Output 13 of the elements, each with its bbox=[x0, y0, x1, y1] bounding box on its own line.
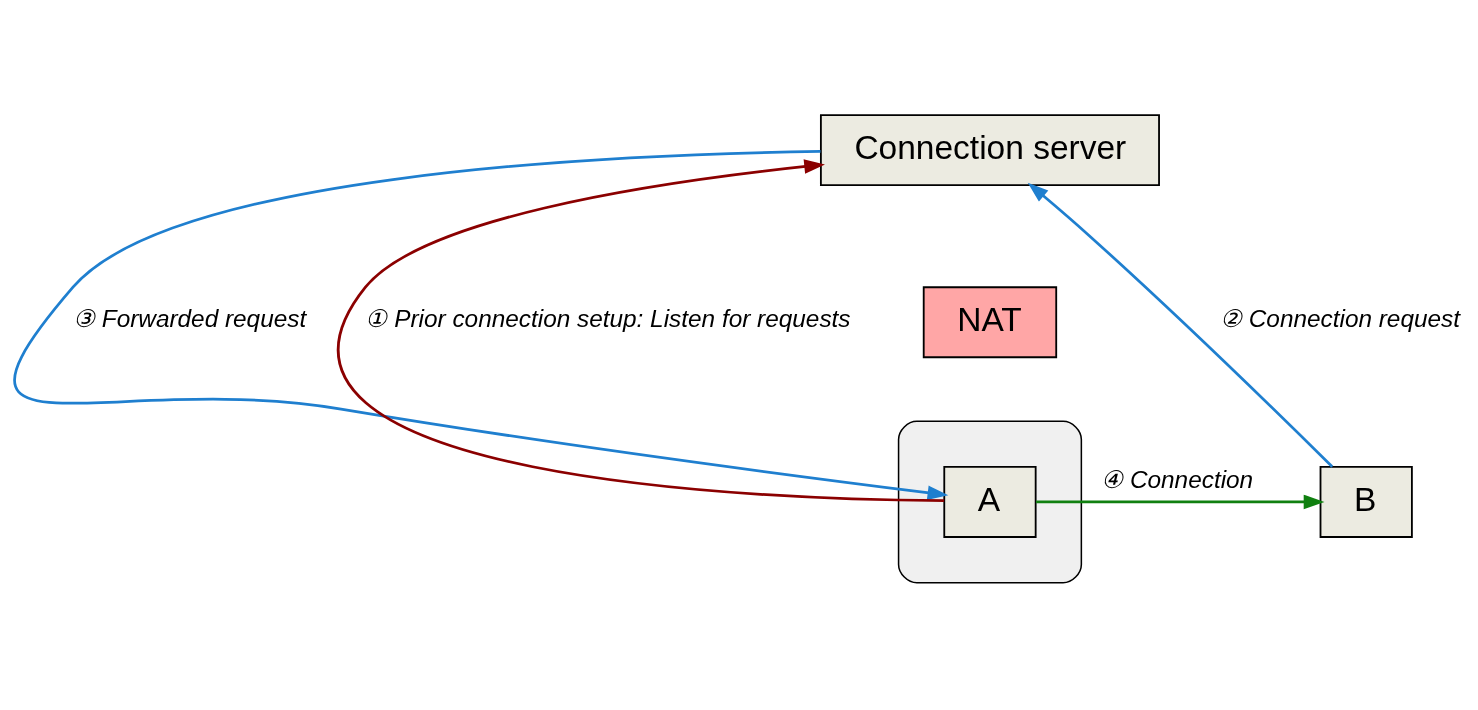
arrow bbox=[14, 150, 949, 500]
arrow bbox=[1036, 494, 1325, 510]
node-box: NAT bbox=[922, 286, 1058, 359]
edge-label: ② Connection request bbox=[1219, 304, 1460, 332]
node-box: A bbox=[943, 466, 1037, 538]
arrow bbox=[339, 159, 945, 502]
node-box: B bbox=[1319, 466, 1413, 538]
edge-label: ④ Connection bbox=[1101, 465, 1254, 493]
edge-label: ③ Forwarded request bbox=[72, 304, 307, 332]
edge-label: ① Prior connection setup: Listen for requests bbox=[365, 304, 851, 332]
cluster bbox=[897, 420, 1083, 584]
node-box: Connection server bbox=[819, 114, 1160, 187]
arrow bbox=[1027, 182, 1334, 468]
